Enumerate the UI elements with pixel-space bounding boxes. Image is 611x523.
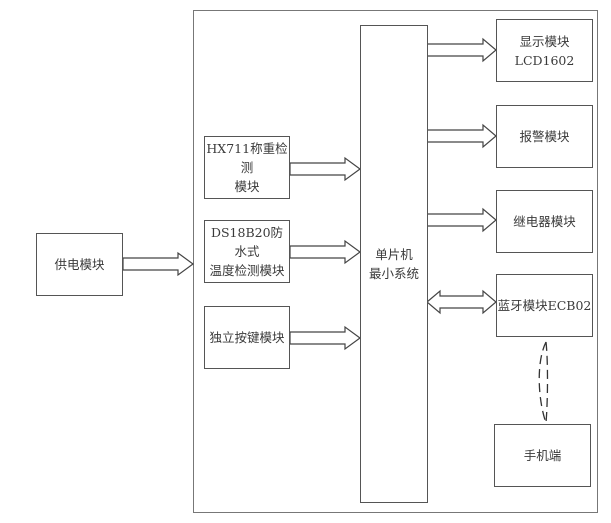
- lcd-display-module: 显示模块LCD1602: [496, 19, 593, 82]
- mcu-minimum-system: 单片机 最小系统: [360, 25, 428, 503]
- relay-module: 继电器模块: [496, 190, 593, 253]
- power-module-label: 供电模块: [54, 257, 105, 272]
- arrow-hx711-to-mcu: [289, 156, 362, 182]
- alarm-module: 报警模块: [496, 105, 593, 168]
- relay-label: 继电器模块: [513, 214, 576, 229]
- phone-terminal: 手机端: [494, 424, 591, 487]
- hx711-label: HX711称重检测 模块: [206, 141, 288, 194]
- key-module: 独立按键模块: [204, 306, 290, 369]
- arrow-power-to-system: [122, 251, 195, 277]
- arrow-mcu-to-alarm: [426, 123, 497, 149]
- arrow-mcu-to-relay: [426, 207, 497, 233]
- arrow-keys-to-mcu: [289, 325, 362, 351]
- mcu-label: 单片机 最小系统: [368, 247, 419, 281]
- bluetooth-label: 蓝牙模块ECB02: [497, 298, 592, 313]
- key-module-label: 独立按键模块: [209, 330, 285, 345]
- phone-label: 手机端: [523, 448, 562, 463]
- arrow-mcu-bluetooth-bidirectional: [426, 289, 497, 315]
- lcd-label: 显示模块LCD1602: [514, 33, 575, 68]
- ds18b20-temperature-module: DS18B20防水式 温度检测模块: [204, 220, 290, 283]
- system-frame: [193, 10, 598, 513]
- ds18b20-label: DS18B20防水式 温度检测模块: [209, 225, 285, 278]
- wireless-link-right: [545, 341, 549, 424]
- power-module: 供电模块: [36, 233, 123, 296]
- arrow-ds18b20-to-mcu: [289, 239, 362, 265]
- alarm-label: 报警模块: [519, 129, 570, 144]
- hx711-weighing-module: HX711称重检测 模块: [204, 136, 290, 199]
- bluetooth-module: 蓝牙模块ECB02: [496, 274, 593, 337]
- arrow-mcu-to-lcd: [426, 37, 497, 63]
- wireless-link-left: [538, 341, 547, 424]
